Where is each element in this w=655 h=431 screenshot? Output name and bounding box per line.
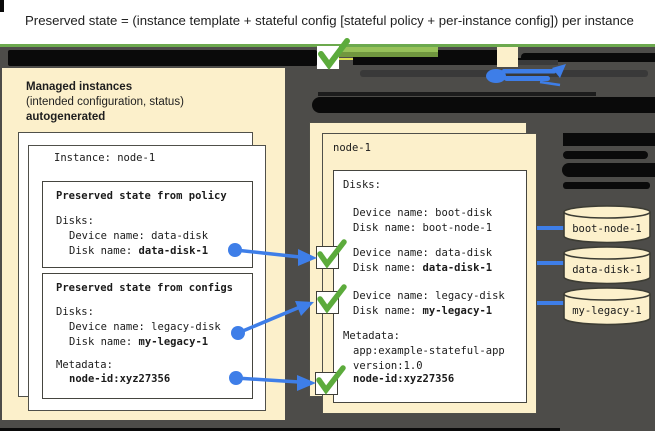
redacted-bar — [312, 97, 655, 113]
data-device-line: Device name: data-disk — [353, 247, 493, 259]
green-checkmark-icon — [317, 239, 347, 269]
disk-name-value: my-legacy-1 — [422, 305, 493, 317]
policy-disk-name: Disk name: data-disk-1 — [69, 245, 208, 258]
checkbox-legacy-disk — [316, 284, 347, 314]
configs-disk-name: Disk name: my-legacy-1 — [69, 336, 208, 349]
instance-card: Instance: node-1 Preserved state from po… — [28, 145, 266, 411]
legacy-disk-line: Disk name: my-legacy-1 — [353, 305, 492, 318]
redacted-bar — [563, 182, 650, 189]
green-divider-line — [0, 44, 655, 47]
redacted-bar — [8, 50, 317, 66]
data-disk-line: Disk name: data-disk-1 — [353, 262, 492, 275]
green-checkmark-icon — [317, 284, 347, 314]
configs-metadata-label: Metadata: — [56, 359, 113, 371]
preserved-state-policy-box: Preserved state from policy Disks: Devic… — [42, 181, 253, 268]
redacted-bar — [521, 53, 655, 62]
policy-box-title: Preserved state from policy — [56, 190, 227, 202]
configs-metadata-value: node-id:xyz27356 — [69, 373, 171, 385]
disk-label-data: data-disk-1 — [572, 264, 642, 276]
panel-subheading: (intended configuration, status) — [26, 96, 184, 108]
panel-heading-autogenerated: autogenerated — [26, 111, 106, 123]
diagram-title: Preserved state = (instance template + s… — [25, 13, 634, 28]
green-arrow-shaft-dark — [338, 52, 438, 57]
disk-name-label: Disk name: — [69, 336, 139, 348]
green-checkmark-icon — [316, 365, 346, 395]
redacted-bar — [562, 163, 655, 177]
disk-label-boot: boot-node-1 — [572, 223, 642, 235]
node-title: node-1 — [333, 142, 371, 154]
yellow-tick — [338, 57, 353, 60]
configs-box-title: Preserved state from configs — [56, 282, 234, 294]
node-disks-label: Disks: — [343, 179, 381, 191]
metadata-app-line: app:example-stateful-app — [353, 345, 505, 357]
boot-disk-line: Disk name: boot-node-1 — [353, 222, 493, 234]
configs-disks-label: Disks: — [56, 306, 94, 318]
checkbox-top — [317, 38, 350, 71]
configs-device-name: Device name: legacy-disk — [69, 321, 221, 333]
node-disks-box: Disks: Device name: boot-disk Disk name:… — [333, 170, 527, 403]
disk-name-label: Disk name: — [353, 262, 423, 274]
policy-device-name: Device name: data-disk — [69, 230, 209, 242]
redacted-bar — [318, 92, 596, 96]
disk-name-value: data-disk-1 — [422, 262, 493, 274]
instance-title: Instance: node-1 — [54, 152, 156, 164]
redacted-bar — [360, 70, 648, 77]
node-card: node-1 Disks: Device name: boot-disk Dis… — [322, 133, 537, 414]
cream-chip — [497, 47, 518, 67]
metadata-version-line: version:1.0 — [353, 360, 423, 372]
node-metadata-label: Metadata: — [343, 330, 400, 342]
disk-name-label: Disk name: — [69, 245, 139, 257]
redacted-bar — [0, 428, 560, 431]
panel-heading: Managed instances — [26, 81, 133, 93]
redacted-bar — [563, 151, 648, 159]
redacted-bar — [563, 133, 655, 146]
checkbox-node-id — [315, 365, 346, 395]
disk-label-legacy: my-legacy-1 — [572, 305, 642, 317]
legacy-device-line: Device name: legacy-disk — [353, 290, 505, 302]
policy-disks-label: Disks: — [56, 215, 94, 227]
corner-artifact — [0, 0, 4, 12]
title-bar: Preserved state = (instance template + s… — [0, 0, 655, 44]
metadata-node-id-line: node-id:xyz27356 — [353, 373, 455, 385]
redacted-bar — [517, 58, 532, 61]
green-arrow-shaft-light — [338, 47, 438, 52]
disk-cylinder-legacy: my-legacy-1 — [563, 287, 651, 326]
boot-device-line: Device name: boot-disk — [353, 207, 493, 219]
green-checkmark-icon — [318, 38, 350, 71]
disk-name-value: data-disk-1 — [138, 245, 209, 257]
disk-name-label: Disk name: — [353, 305, 423, 317]
checkbox-data-disk — [316, 239, 347, 269]
disk-name-value: my-legacy-1 — [138, 336, 209, 348]
preserved-state-configs-box: Preserved state from configs Disks: Devi… — [42, 273, 253, 399]
redacted-bar — [518, 60, 558, 65]
disk-cylinder-boot: boot-node-1 — [563, 205, 651, 244]
disk-cylinder-data: data-disk-1 — [563, 246, 651, 285]
